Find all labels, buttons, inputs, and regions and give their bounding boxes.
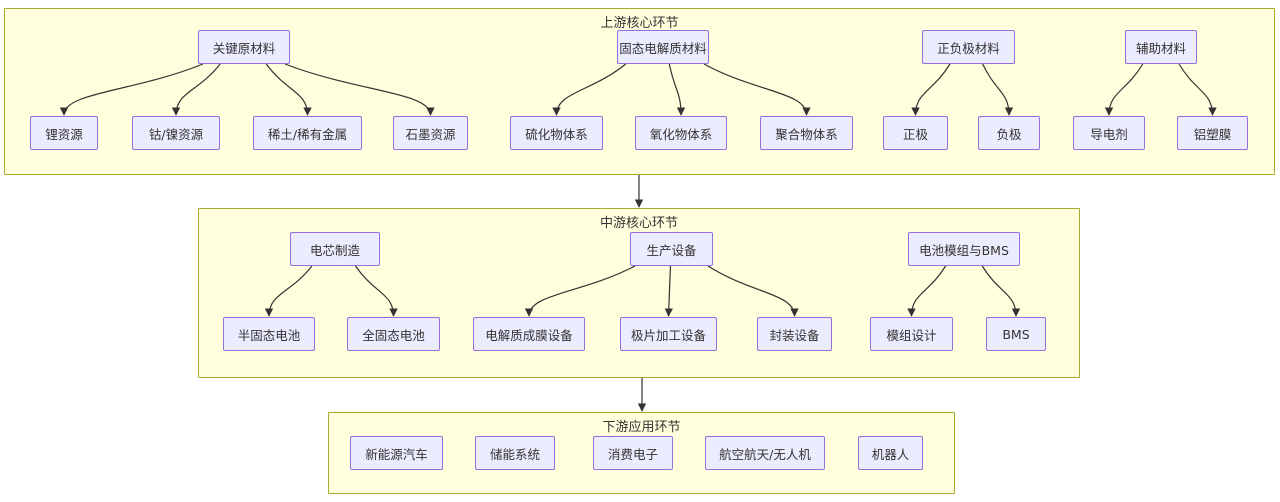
node-rare-earth-metals: 稀土/稀有金属	[253, 116, 362, 150]
node-conductive-agent: 导电剂	[1073, 116, 1145, 150]
cluster-title-midstream: 中游核心环节	[599, 216, 678, 231]
node-semi-solid-battery: 半固态电池	[223, 317, 315, 351]
node-aluminum-plastic-film: 铝塑膜	[1177, 116, 1248, 150]
node-solid-electrolyte-materials: 固态电解质材料	[617, 30, 709, 64]
node-production-equipment: 生产设备	[630, 232, 713, 266]
node-all-solid-battery: 全固态电池	[347, 317, 440, 351]
node-electrolyte-film-equipment: 电解质成膜设备	[473, 317, 585, 351]
node-auxiliary-materials: 辅助材料	[1125, 30, 1197, 64]
node-cobalt-nickel-resources: 钴/镍资源	[132, 116, 220, 150]
node-polymer-system: 聚合物体系	[760, 116, 853, 150]
node-bms: BMS	[986, 317, 1046, 351]
node-cathode: 正极	[883, 116, 948, 150]
node-sulfide-system: 硫化物体系	[510, 116, 603, 150]
node-cell-manufacturing: 电芯制造	[290, 232, 380, 266]
node-battery-module-bms: 电池模组与BMS	[908, 232, 1020, 266]
node-consumer-electronics: 消费电子	[593, 436, 673, 470]
node-packaging-equipment: 封装设备	[757, 317, 832, 351]
node-oxide-system: 氧化物体系	[635, 116, 727, 150]
node-module-design: 模组设计	[870, 317, 953, 351]
node-new-energy-vehicles: 新能源汽车	[350, 436, 443, 470]
node-energy-storage-systems: 储能系统	[475, 436, 555, 470]
node-graphite-resources: 石墨资源	[393, 116, 468, 150]
node-key-raw-materials: 关键原材料	[198, 30, 290, 64]
cluster-title-downstream: 下游应用环节	[602, 420, 681, 435]
node-lithium-resources: 锂资源	[30, 116, 98, 150]
node-cathode-anode-materials: 正负极材料	[922, 30, 1015, 64]
node-aerospace-drones: 航空航天/无人机	[705, 436, 825, 470]
node-electrode-processing-equipment: 极片加工设备	[620, 317, 717, 351]
node-robots: 机器人	[858, 436, 923, 470]
cluster-title-upstream: 上游核心环节	[600, 16, 679, 31]
node-anode: 负极	[978, 116, 1040, 150]
